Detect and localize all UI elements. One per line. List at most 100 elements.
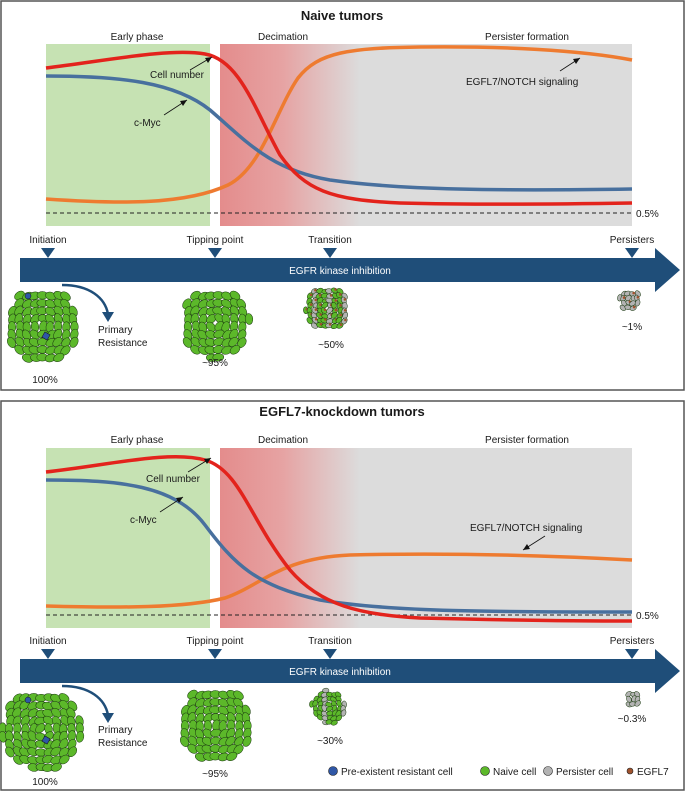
egfl7-dot [319, 313, 322, 316]
tumor-cell [52, 337, 63, 347]
legend-naive-label: Naive cell [493, 767, 536, 778]
cmyc-pointer-head [176, 497, 183, 503]
tumor-cell [233, 697, 244, 709]
egfl7-dot [314, 317, 318, 321]
panel-egfl7-knockdown-tumors: EGFL7-knockdown tumors Early phase Decim… [0, 400, 685, 791]
signaling-label: EGFL7/NOTCH signaling [470, 523, 582, 534]
tumor-cell [321, 302, 329, 309]
egfl7-dot [334, 288, 337, 291]
phase-label-persister: Persister formation [485, 435, 569, 446]
tumor-cell [226, 752, 238, 761]
percentage-persisters: ~0.3% [618, 714, 647, 725]
resistant-cell [24, 696, 32, 704]
tumor-cell [35, 723, 46, 734]
tumor-cell [50, 762, 62, 772]
tumor-cell [27, 730, 37, 742]
primary-resistance-arrow [61, 684, 110, 716]
egfr-timeline-arrow [20, 248, 680, 292]
egfl7-dot [329, 294, 333, 297]
egfl7-signaling-curve [45, 552, 633, 609]
tumor-cell [22, 306, 33, 317]
legend: Pre-existent resistant cell Naive cell P… [328, 766, 669, 778]
baseline-label: 0.5% [636, 209, 659, 220]
percentage-persisters: ~1% [622, 322, 642, 333]
cell-number-pointer-head [205, 57, 212, 63]
tumor-initiation [0, 693, 85, 772]
tumor-cell [14, 344, 25, 355]
tumor-cell [619, 304, 627, 311]
milestone-marker [625, 649, 639, 659]
tumor-persisters [617, 290, 641, 311]
milestone-marker [625, 248, 639, 258]
phase-label-decimation: Decimation [258, 435, 308, 446]
tumor-cell [188, 735, 198, 747]
milestone-persisters: Persisters [610, 235, 654, 246]
egfl7-dot [309, 293, 313, 297]
tumor-cell [30, 314, 41, 324]
tumor-cell [59, 754, 70, 765]
primary-resistance-label-line2: Resistance [98, 338, 148, 349]
tumor-cell [202, 728, 213, 739]
primary-resistance-arrowhead [102, 713, 114, 723]
egfl7-dot [319, 303, 322, 307]
egfl7-dot [632, 291, 635, 295]
egfl7-dot [309, 303, 313, 306]
egfl7-dot [323, 308, 327, 312]
early-phase-region [46, 44, 210, 226]
tumor-cell [187, 743, 198, 754]
resistant-cell [41, 331, 51, 341]
percentage-transition: ~50% [318, 340, 344, 351]
percentage-tipping-point: ~95% [202, 358, 228, 369]
tumor-cell [27, 708, 39, 718]
primary-resistance-arrowhead [102, 312, 114, 322]
percentage-transition: ~30% [317, 736, 343, 747]
milestone-initiation: Initiation [29, 636, 66, 647]
tumor-cell [7, 337, 16, 348]
milestone-marker [323, 248, 337, 258]
cmyc-curve [45, 478, 633, 614]
cmyc-label: c-Myc [134, 118, 161, 129]
tumor-cell [625, 295, 632, 302]
tumor-transition [309, 687, 347, 726]
egfl7-dot [324, 318, 327, 321]
tumor-cell [59, 738, 69, 750]
tumor-cell [180, 736, 189, 747]
tumor-cell [67, 746, 78, 758]
egfl7-dot [343, 309, 347, 312]
legend-resistant-label: Pre-existent resistant cell [341, 767, 453, 778]
primary-resistance-label-line1: Primary [98, 725, 132, 736]
cell-number-curve [45, 50, 633, 206]
legend-naive-swatch [480, 766, 490, 776]
tumor-cell [226, 704, 237, 716]
tumor-cell [340, 709, 347, 717]
tumor-cell [206, 321, 216, 332]
tumor-cell [198, 306, 209, 317]
percentage-tipping-point: ~95% [202, 769, 228, 780]
egfl7-dot [622, 296, 626, 299]
legend-egfl7-swatch [626, 767, 634, 775]
tumor-cell [213, 329, 225, 339]
phase-label-early: Early phase [111, 435, 164, 446]
milestone-tipping-point: Tipping point [187, 235, 244, 246]
legend-persister-label: Persister cell [556, 767, 613, 778]
milestone-marker [41, 649, 55, 659]
resistant-cell [24, 292, 32, 300]
decimation-phase-region [220, 448, 360, 628]
milestone-marker [208, 649, 222, 659]
egfl7-dot [343, 298, 347, 301]
tumor-cell [225, 736, 236, 746]
tumor-cell [190, 337, 201, 347]
egfl7-dot [636, 296, 640, 299]
tumor-persisters [625, 691, 641, 708]
milestone-persisters: Persisters [610, 636, 654, 647]
primary-resistance-label-line2: Resistance [98, 738, 148, 749]
tumor-cell [625, 691, 632, 698]
tumor-cell [218, 713, 228, 724]
cmyc-curve [45, 74, 633, 192]
tumor-cell [228, 337, 239, 347]
signaling-label: EGFL7/NOTCH signaling [466, 77, 578, 88]
egfl7-signaling-curve [45, 45, 633, 204]
tumor-cell [229, 345, 241, 355]
tumor-cell [310, 322, 318, 329]
